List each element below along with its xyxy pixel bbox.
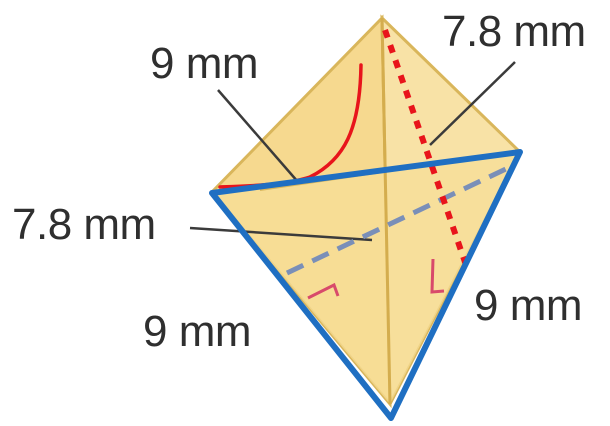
pyramid-front-edge <box>380 17 392 405</box>
leader-top-left <box>217 89 299 183</box>
blue-triangle <box>209 149 523 421</box>
right-angle-left <box>307 282 340 300</box>
right-angle-markers <box>307 258 445 300</box>
right-angle-right <box>430 258 445 294</box>
label-bottom-right: 9 mm <box>474 281 583 330</box>
label-top-left: 9 mm <box>150 39 259 88</box>
leader-top-right <box>429 61 516 146</box>
pyramid-solid <box>209 14 522 409</box>
blue-dashed-line <box>285 164 512 276</box>
label-mid-left: 7.8 mm <box>12 200 156 249</box>
label-top-right: 7.8 mm <box>442 7 586 56</box>
leader-lines <box>189 61 516 242</box>
leader-mid-left <box>189 226 373 242</box>
pyramid-front-band <box>212 152 520 404</box>
label-bottom-left: 9 mm <box>143 307 252 356</box>
